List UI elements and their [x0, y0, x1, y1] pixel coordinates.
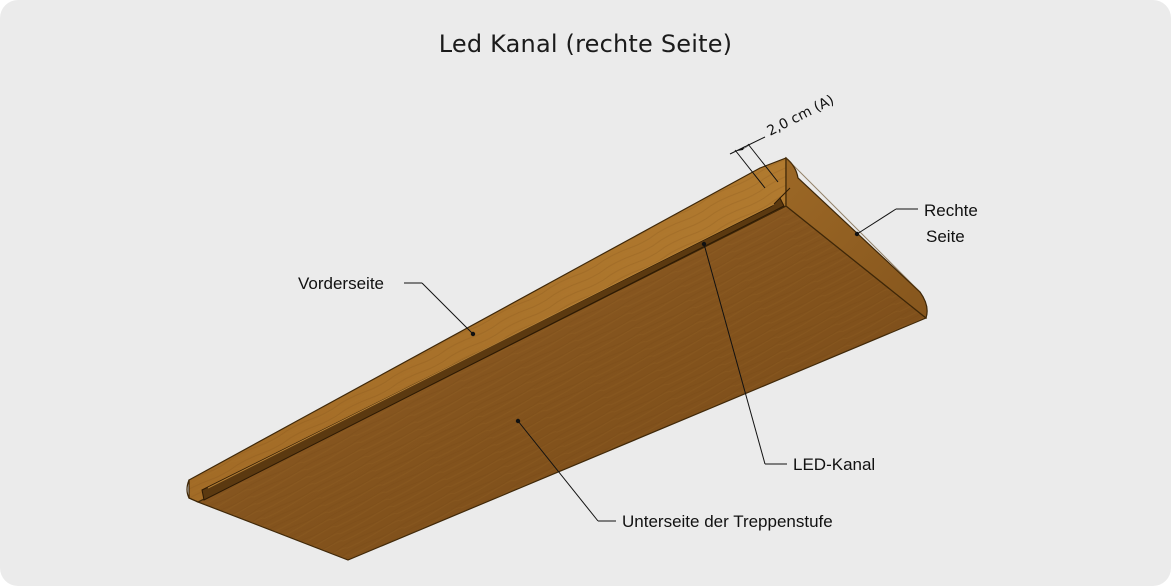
diagram-title: Led Kanal (rechte Seite)	[438, 30, 733, 58]
tread-right-edge	[785, 156, 928, 320]
led-channel-groove	[201, 187, 791, 501]
led-channel-callout	[701, 241, 787, 465]
front-side-callout	[404, 282, 476, 337]
front-side-label: Vorderseite	[298, 274, 384, 293]
right-side-callout	[854, 208, 918, 237]
underside-callout	[515, 418, 616, 522]
right-side-label-line2: Seite	[926, 227, 965, 246]
right-side-label-line1: Rechte	[924, 201, 978, 220]
dimension-label: 2,0 cm (A)	[765, 92, 837, 139]
underside-label: Unterseite der Treppenstufe	[622, 512, 833, 531]
dimension-marker	[729, 136, 779, 189]
tread-underside-face	[196, 205, 928, 561]
led-channel-label: LED-Kanal	[793, 455, 875, 474]
